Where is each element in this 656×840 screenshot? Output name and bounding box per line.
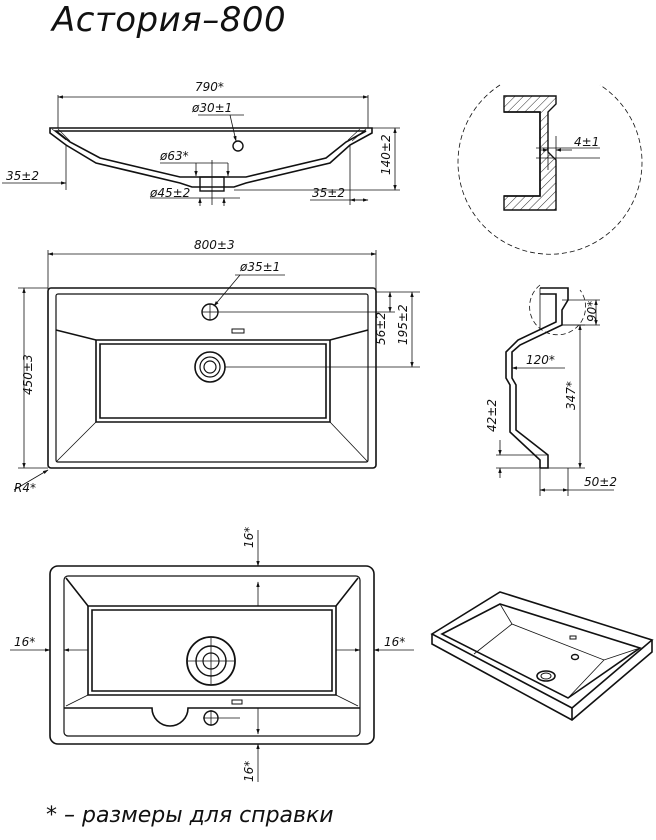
dim-drain-outer: ø63*: [159, 149, 189, 163]
bottom-view: 16* 16* 16* 16*: [10, 527, 414, 782]
dim-side-90: 90*: [585, 301, 599, 322]
dim-side-right: 35±2: [312, 186, 345, 200]
dim-side-left: 35±2: [6, 169, 39, 183]
dim-depth-plan: 450±3: [21, 354, 35, 395]
footnote-reference-note: * – размеры для справки: [46, 803, 334, 828]
dim-detail-wall: 4±1: [574, 135, 599, 149]
dim-width-top: 790*: [195, 80, 224, 94]
plan-view: 800±3 ø35±1 56±2: [13, 238, 420, 495]
dim-side-50: 50±2: [584, 475, 617, 489]
dim-bottom-right: 16*: [384, 635, 405, 649]
drawing-title: Астория–800: [52, 0, 287, 40]
dim-corner-radius: R4*: [14, 481, 36, 495]
dim-bottom-left: 16*: [14, 635, 35, 649]
dim-side-347: 347*: [564, 381, 578, 410]
dim-side-42: 42±2: [485, 399, 499, 432]
detail-view: 4±1: [457, 84, 643, 255]
dim-hole-offset: 56±2: [374, 312, 388, 345]
isometric-view: [430, 591, 654, 721]
dim-hole-top: ø30±1: [191, 101, 232, 115]
dim-bottom-bottom: 16*: [242, 761, 256, 782]
dim-width-plan: 800±3: [194, 238, 235, 252]
dim-drain-inner: ø45±2: [149, 186, 190, 200]
dim-drain-offset: 195±2: [396, 304, 410, 345]
dim-hole-plan: ø35±1: [239, 260, 280, 274]
dim-side-120: 120*: [526, 353, 555, 367]
dim-height-section: 140±2: [379, 134, 393, 175]
front-section-view: 790* ø30±1 ø63* ø45±2: [2, 80, 400, 206]
dim-bottom-top: 16*: [242, 527, 256, 548]
side-section-view: 90* 120* 347* 42±2 50±2: [485, 284, 617, 496]
